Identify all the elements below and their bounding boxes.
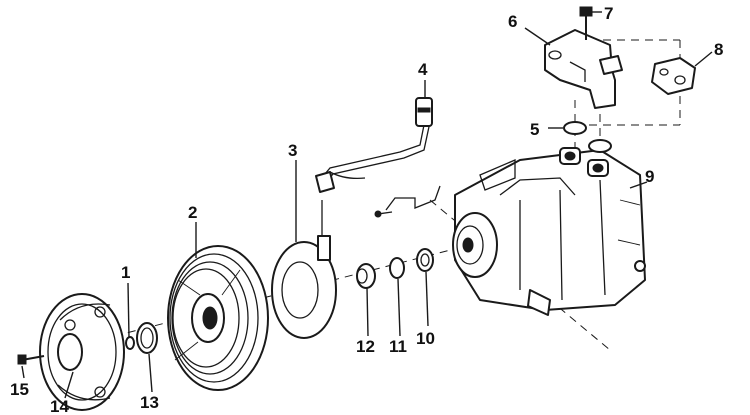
pulley [167, 245, 269, 391]
snap-ring [136, 322, 158, 354]
clutch-front-plate [39, 293, 125, 411]
o-rings [563, 121, 612, 153]
manifold-block [544, 29, 623, 109]
callout-4: 4 [418, 60, 428, 79]
callout-14: 14 [50, 397, 69, 415]
callout-13: 13 [140, 393, 159, 412]
callout-6: 6 [508, 12, 517, 31]
coil-wire-harness [315, 97, 441, 236]
callout-9: 9 [645, 167, 654, 186]
callout-8: 8 [714, 40, 723, 59]
compressor-body [452, 147, 646, 316]
shim-washer [125, 336, 135, 350]
bearing-sleeve [356, 263, 376, 289]
center-bolt [17, 354, 45, 365]
gasket-plate [651, 57, 696, 95]
retaining-ring [389, 257, 405, 279]
callout-leaders [21, 11, 713, 399]
callout-1: 1 [121, 263, 130, 282]
callout-labels: 1 2 3 4 5 6 7 8 9 10 11 12 13 14 15 [10, 4, 723, 415]
callout-5: 5 [530, 120, 539, 139]
callout-12: 12 [356, 337, 375, 356]
callout-7: 7 [604, 4, 613, 23]
callout-11: 11 [389, 337, 407, 356]
callout-10: 10 [416, 329, 435, 348]
callout-2: 2 [188, 203, 197, 222]
field-coil [271, 235, 337, 339]
callout-3: 3 [288, 141, 297, 160]
callout-15: 15 [10, 380, 29, 399]
seal-ring [416, 248, 434, 272]
